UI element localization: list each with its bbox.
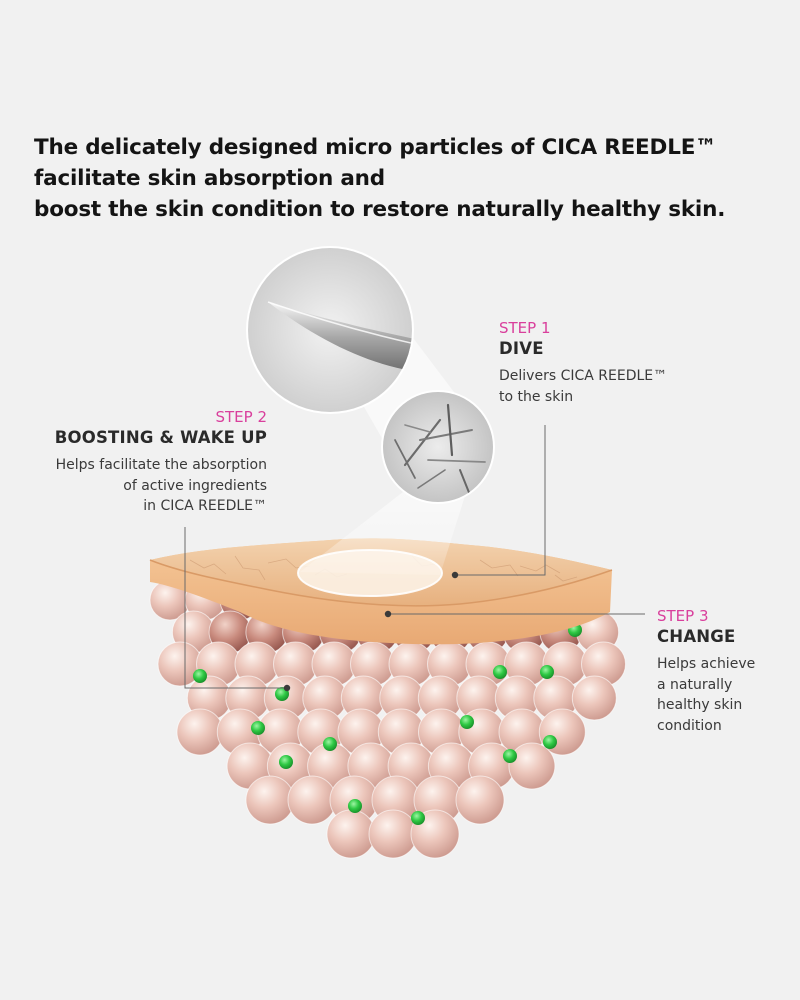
step-1-number: STEP 1 (499, 319, 551, 337)
active-ingredient-particle (493, 665, 507, 679)
step-2-name: BOOSTING & WAKE UP (54, 428, 267, 447)
focus-beam (300, 480, 470, 575)
headline: The delicately designed micro particles … (34, 132, 774, 225)
active-ingredient-particle (348, 799, 362, 813)
connector-lines (184, 425, 645, 689)
step-2-callout: STEP 2 BOOSTING & WAKE UP Helps facilita… (55, 407, 267, 517)
step-1-desc-line-1: Delivers CICA REEDLE™ (499, 368, 668, 384)
step-1-description: Delivers CICA REEDLE™ to the skin (499, 366, 667, 407)
step-3-description: Helps achieve a naturally healthy skin c… (657, 654, 755, 736)
headline-line-1: The delicately designed micro particles … (34, 135, 717, 160)
step-3-desc-line-3: healthy skin (657, 697, 743, 713)
step-3-desc-line-2: a naturally (657, 676, 733, 693)
step-3-number: STEP 3 (657, 607, 709, 625)
step-2-dot (283, 684, 291, 692)
step-2-desc-line-2: of active ingredients (123, 477, 267, 494)
skin-cell (508, 742, 556, 790)
connector-dots (283, 571, 459, 692)
skin-cell (287, 775, 337, 825)
active-ingredient-particle (543, 735, 557, 749)
headline-line-2: facilitate skin absorption and (34, 166, 385, 191)
active-ingredient-particle (323, 737, 337, 751)
step-3-desc-line-4: condition (657, 717, 722, 734)
skin-cell (455, 775, 505, 825)
active-ingredient-particle (503, 749, 517, 763)
skin-cell (245, 775, 295, 825)
step-1-callout: STEP 1 DIVE Delivers CICA REEDLE™ to the… (499, 318, 667, 407)
skin-cell (571, 675, 617, 721)
active-ingredient-particle (251, 721, 265, 735)
step-1-dot (451, 571, 459, 579)
active-ingredient-particle (540, 665, 554, 679)
micro-needles-icon (381, 390, 495, 504)
skin-cell (326, 809, 376, 859)
step-2-connector (184, 527, 287, 689)
step-1-desc-line-2: to the skin (499, 388, 574, 405)
step-3-desc-line-1: Helps achieve (657, 656, 756, 672)
step-1-connector (455, 425, 546, 576)
step-3-dot (384, 610, 392, 618)
step-2-desc-line-1: Helps facilitate the absorption (55, 457, 267, 473)
skin-cell (368, 809, 418, 859)
active-ingredient-particle (279, 755, 293, 769)
step-3-callout: STEP 3 CHANGE Helps achieve a naturally … (657, 606, 755, 736)
active-ingredient-particle (460, 715, 474, 729)
step-1-name: DIVE (499, 339, 544, 358)
active-ingredient-particle (411, 811, 425, 825)
active-ingredient-particle (193, 669, 207, 683)
headline-line-3: boost the skin condition to restore natu… (34, 197, 726, 222)
step-2-desc-line-3: in CICA REEDLE™ (143, 498, 267, 514)
step-2-number: STEP 2 (215, 408, 267, 426)
step-3-name: CHANGE (657, 627, 736, 646)
step-2-description: Helps facilitate the absorption of activ… (55, 455, 267, 517)
skin-cell (176, 708, 224, 756)
